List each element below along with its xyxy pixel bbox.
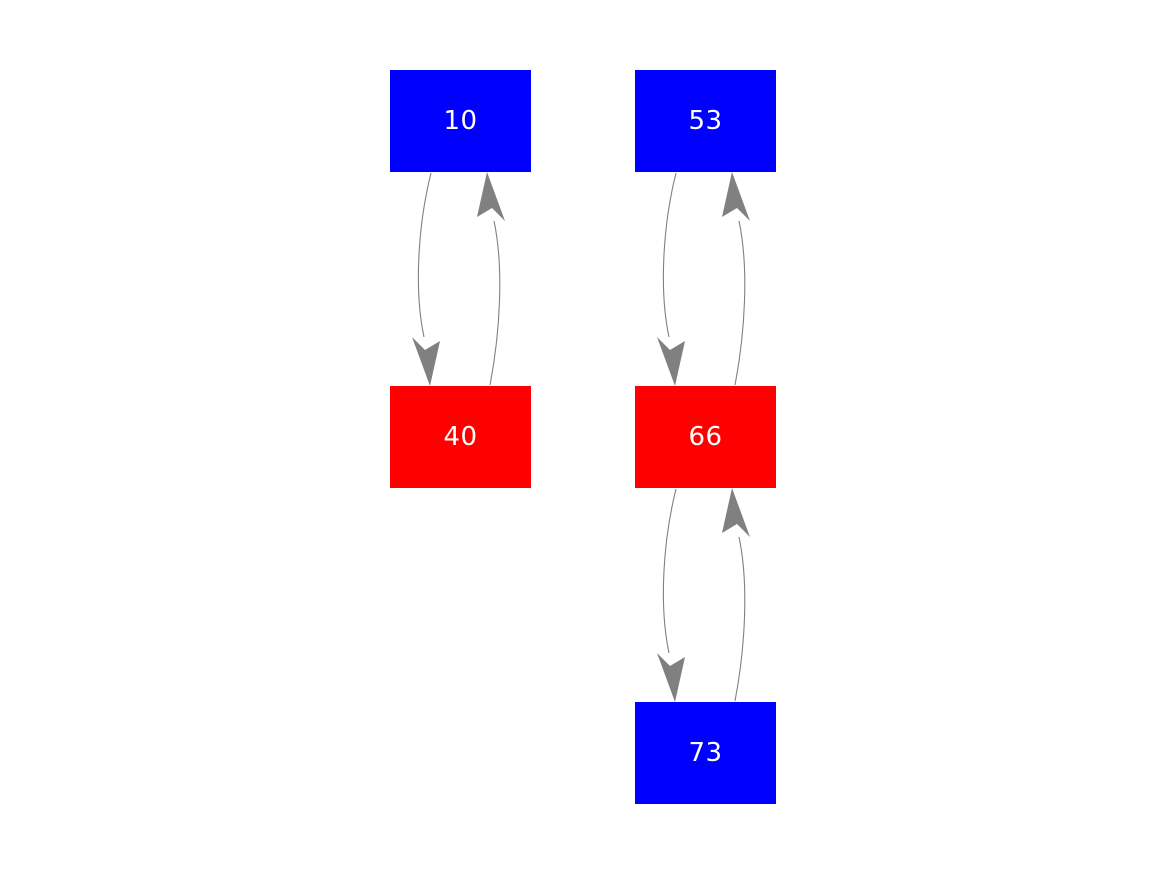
graph-node-53-label: 53	[688, 106, 723, 136]
graph-node-66-label: 66	[688, 422, 723, 452]
edge-66-to-53[interactable]	[722, 172, 750, 386]
edge-66-to-73[interactable]	[657, 488, 685, 702]
edge-53-to-66[interactable]	[657, 172, 685, 386]
edge-10-to-40-line	[417, 172, 432, 338]
graph-node-10-label: 10	[443, 106, 478, 136]
edge-73-to-66-arrowhead	[722, 488, 750, 537]
graph-node-40[interactable]: 40	[390, 386, 531, 488]
graph-node-73-label: 73	[688, 738, 723, 768]
edge-10-to-40[interactable]	[412, 172, 440, 386]
graph-node-53[interactable]: 53	[635, 70, 776, 172]
graph-node-73[interactable]: 73	[635, 702, 776, 804]
edge-40-to-10-line	[489, 220, 501, 386]
graph-node-10[interactable]: 10	[390, 70, 531, 172]
edge-40-to-10-arrowhead	[477, 172, 505, 221]
edge-73-to-66[interactable]	[722, 488, 750, 702]
edge-66-to-53-line	[734, 220, 746, 386]
edge-10-to-40-arrowhead	[412, 337, 440, 386]
edge-40-to-10[interactable]	[477, 172, 505, 386]
edge-73-to-66-line	[734, 536, 746, 702]
edge-66-to-73-line	[662, 488, 677, 654]
edge-66-to-73-arrowhead	[657, 653, 685, 702]
edge-53-to-66-line	[662, 172, 677, 338]
graph-node-66[interactable]: 66	[635, 386, 776, 488]
edge-53-to-66-arrowhead	[657, 337, 685, 386]
graph-node-40-label: 40	[443, 422, 478, 452]
edge-66-to-53-arrowhead	[722, 172, 750, 221]
